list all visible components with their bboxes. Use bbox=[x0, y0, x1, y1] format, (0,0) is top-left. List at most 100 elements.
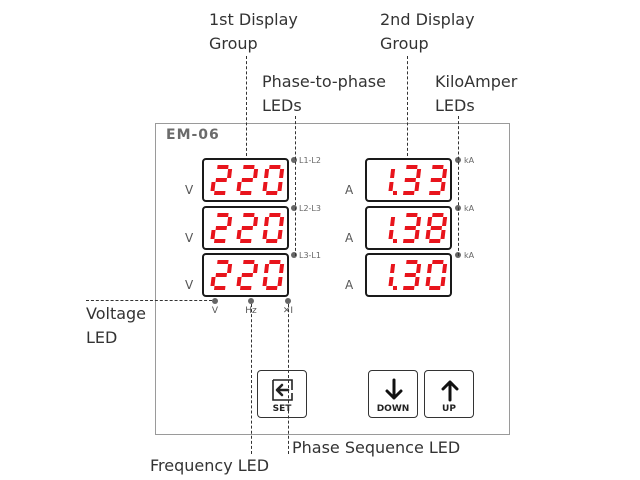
segment-g-d1 bbox=[404, 273, 417, 277]
right-display-row-1-digits bbox=[388, 165, 448, 195]
left-unit-row-3: V bbox=[185, 278, 194, 292]
segment-a-d1 bbox=[243, 260, 255, 264]
segment-e-d2 bbox=[262, 182, 268, 191]
first-display-group-callout: 1st Display Group bbox=[209, 10, 298, 53]
up-button[interactable]: UP bbox=[424, 370, 474, 418]
segment-g-d2 bbox=[430, 178, 443, 182]
segment-c-d2 bbox=[277, 277, 283, 286]
segment-c-d2 bbox=[440, 230, 446, 239]
segment-b-d2 bbox=[442, 264, 448, 273]
segment-b-d2 bbox=[442, 169, 448, 178]
kiloamper-led-label-row-2: kA bbox=[464, 204, 475, 213]
segment-c-d1 bbox=[414, 230, 420, 239]
leader-phase-to-phase-leds bbox=[295, 116, 296, 256]
segment-b-d2 bbox=[279, 169, 285, 178]
segment-e-d2 bbox=[262, 230, 268, 239]
segment-d-d1 bbox=[240, 239, 252, 243]
segment-g-d1 bbox=[241, 273, 254, 277]
second-display-group-callout: 2nd Display Group bbox=[380, 10, 475, 53]
leader-second-display-group bbox=[407, 56, 408, 156]
down-button[interactable]: DOWN bbox=[368, 370, 418, 418]
voltage-led-label: V bbox=[211, 306, 219, 316]
decimal-point bbox=[393, 191, 397, 195]
segment-c-d2 bbox=[277, 230, 283, 239]
decimal-point bbox=[393, 286, 397, 290]
segment-a-d2 bbox=[269, 165, 281, 169]
segment-g-d2 bbox=[430, 226, 443, 230]
segment-d-d2 bbox=[429, 191, 441, 195]
segment-f-d2 bbox=[264, 264, 270, 273]
segment-d-d1 bbox=[403, 191, 415, 195]
phase-sequence-led-callout: Phase Sequence LED bbox=[292, 438, 461, 457]
segment-d-d0 bbox=[214, 239, 226, 243]
segment-e-d0 bbox=[210, 182, 216, 191]
segment-a-d2 bbox=[269, 213, 281, 217]
segment-d-d1 bbox=[403, 239, 415, 243]
phase-to-phase-leds-callout: Phase-to-phase LEDs bbox=[262, 72, 386, 115]
segment-b-d2 bbox=[279, 217, 285, 226]
device-front-panel bbox=[155, 123, 510, 435]
segment-b-d1 bbox=[416, 217, 422, 226]
segment-e-d1 bbox=[236, 230, 242, 239]
segment-c-d0 bbox=[388, 277, 394, 286]
segment-b-d1 bbox=[253, 217, 259, 226]
segment-a-d0 bbox=[217, 165, 229, 169]
segment-d-d1 bbox=[403, 286, 415, 290]
segment-b-d1 bbox=[253, 264, 259, 273]
leader-phase-sequence-led bbox=[288, 304, 289, 454]
segment-a-d2 bbox=[432, 260, 444, 264]
segment-a-d2 bbox=[432, 213, 444, 217]
segment-c-d0 bbox=[388, 230, 394, 239]
segment-g-d0 bbox=[215, 178, 228, 182]
set-button[interactable]: SET bbox=[257, 370, 307, 418]
segment-c-d2 bbox=[277, 182, 283, 191]
segment-c-d0 bbox=[388, 182, 394, 191]
segment-d-d2 bbox=[266, 191, 278, 195]
phase-led-label-l1-l2: L1-L2 bbox=[299, 156, 321, 165]
left-display-row-3-digits bbox=[210, 260, 285, 290]
segment-e-d0 bbox=[210, 277, 216, 286]
segment-f-d2 bbox=[427, 264, 433, 273]
left-display-row-2-digits bbox=[210, 213, 285, 243]
segment-c-d1 bbox=[414, 277, 420, 286]
down-button-label: DOWN bbox=[376, 404, 410, 414]
phase-sequence-led bbox=[285, 298, 291, 304]
segment-g-d1 bbox=[241, 178, 254, 182]
leader-voltage-led bbox=[86, 300, 212, 301]
voltage-led-callout: Voltage LED bbox=[86, 304, 147, 347]
segment-f-d2 bbox=[264, 217, 270, 226]
segment-b-d1 bbox=[416, 169, 422, 178]
up-button-label: UP bbox=[442, 404, 456, 414]
voltage-led bbox=[212, 298, 218, 304]
segment-g-d1 bbox=[404, 178, 417, 182]
phase-led-l3-l1 bbox=[291, 252, 297, 258]
left-display-row-1-digits bbox=[210, 165, 285, 195]
segment-d-d2 bbox=[266, 286, 278, 290]
segment-d-d2 bbox=[266, 239, 278, 243]
segment-e-d2 bbox=[425, 230, 431, 239]
phase-led-l2-l3 bbox=[291, 205, 297, 211]
phase-led-label-l3-l1: L3-L1 bbox=[299, 251, 321, 260]
left-display-row-3 bbox=[202, 253, 289, 297]
left-display-row-2 bbox=[202, 206, 289, 250]
segment-c-d1 bbox=[414, 182, 420, 191]
leader-frequency-led bbox=[251, 304, 252, 454]
segment-a-d1 bbox=[406, 213, 418, 217]
segment-c-d2 bbox=[440, 182, 446, 191]
segment-d-d1 bbox=[240, 191, 252, 195]
segment-b-d0 bbox=[227, 169, 233, 178]
segment-d-d0 bbox=[214, 191, 226, 195]
set-button-label: SET bbox=[272, 404, 292, 414]
segment-b-d2 bbox=[279, 264, 285, 273]
right-display-row-2 bbox=[365, 206, 452, 250]
frequency-led bbox=[248, 298, 254, 304]
segment-g-d1 bbox=[404, 226, 417, 230]
segment-f-d2 bbox=[264, 169, 270, 178]
right-unit-row-3: A bbox=[345, 278, 354, 292]
segment-e-d2 bbox=[425, 277, 431, 286]
segment-b-d1 bbox=[416, 264, 422, 273]
segment-b-d0 bbox=[390, 169, 396, 178]
set-enter-icon bbox=[272, 379, 293, 401]
segment-a-d2 bbox=[432, 165, 444, 169]
right-unit-row-1: A bbox=[345, 183, 354, 197]
